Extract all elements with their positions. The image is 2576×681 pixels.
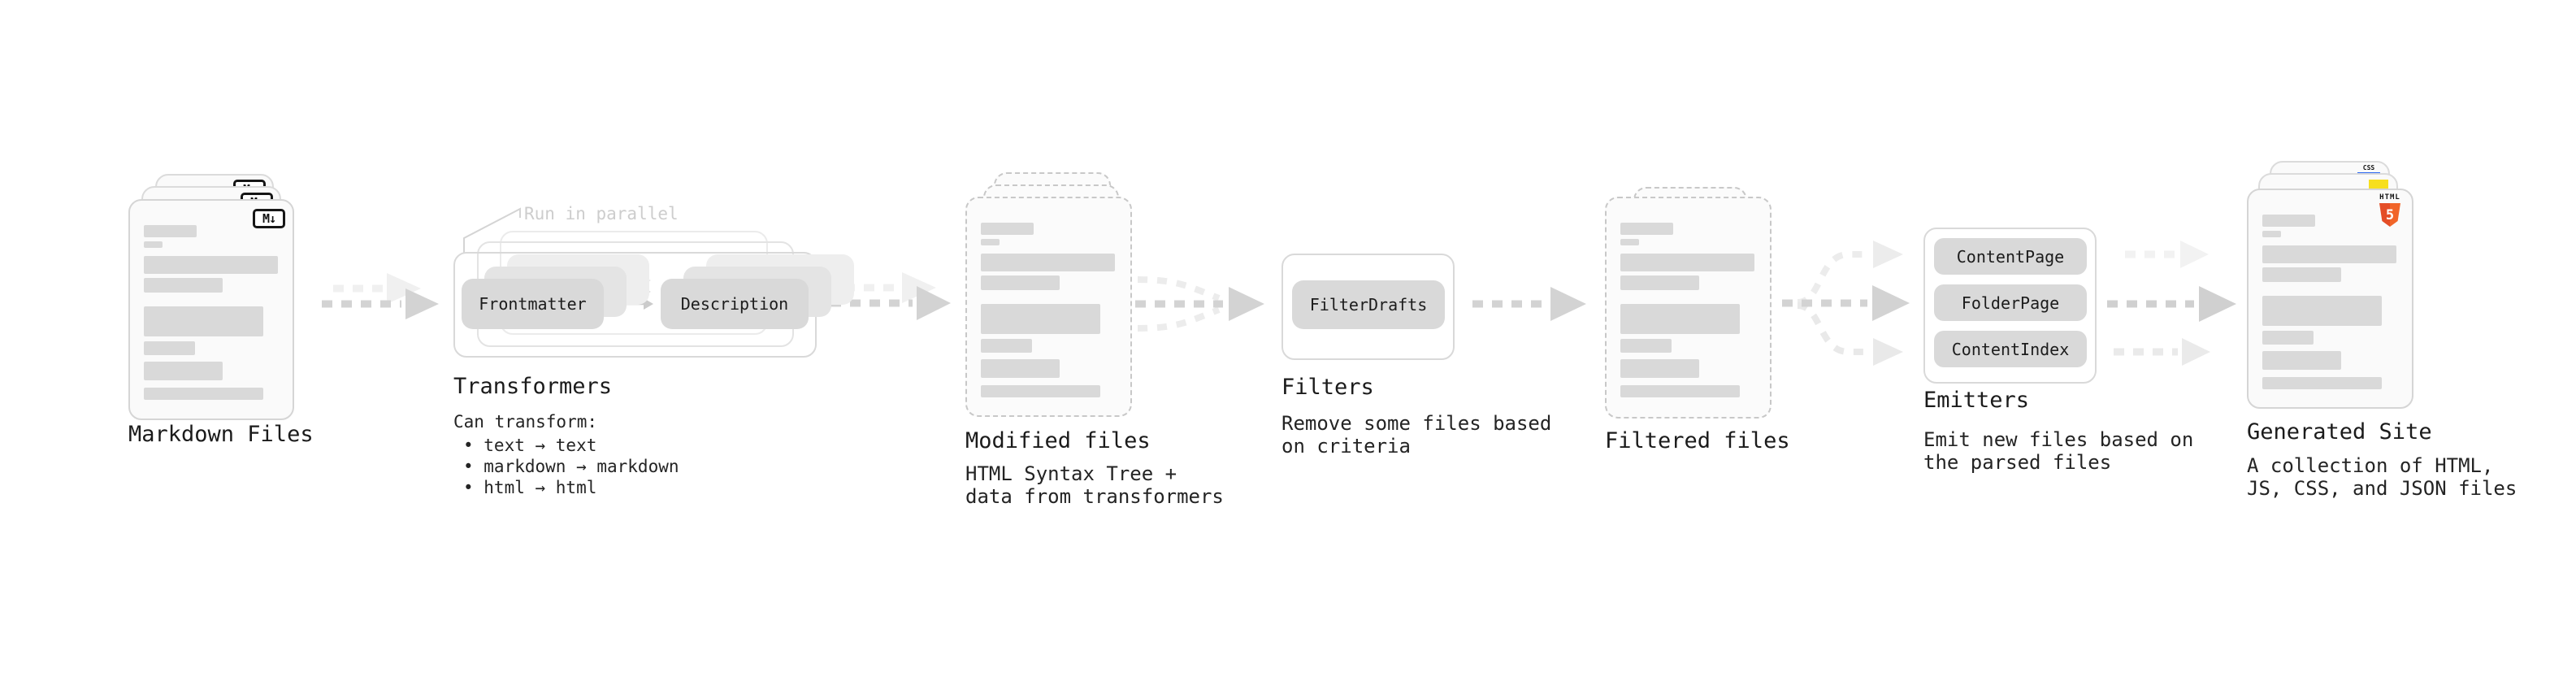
- folderpage-pill: FolderPage: [1934, 284, 2087, 321]
- contentindex-pill: ContentIndex: [1934, 331, 2087, 367]
- filters-label: Filters: [1281, 375, 1374, 400]
- transformers-desc-title: Can transform:: [453, 412, 598, 432]
- doc-line: [144, 256, 278, 274]
- html5-icon: HTML 5: [2379, 194, 2400, 227]
- doc-line: [981, 223, 1034, 235]
- doc-line: [981, 239, 1000, 245]
- modified-files-desc-line1: HTML Syntax Tree +: [965, 462, 1177, 485]
- doc-line: [144, 306, 263, 336]
- emitters-box: [1923, 228, 2097, 384]
- doc-line: [1620, 239, 1639, 245]
- filters-box: [1281, 254, 1455, 360]
- doc-line: [2262, 267, 2341, 282]
- doc-line: [981, 254, 1115, 271]
- filterdrafts-pill: FilterDrafts: [1292, 280, 1445, 329]
- filtered-file-card-front: [1605, 197, 1772, 419]
- markdown-files-label: Markdown Files: [128, 422, 314, 447]
- description-pill: Description: [661, 279, 809, 329]
- arrow-filtered-to-emitters-fanout: [1782, 241, 1910, 366]
- doc-line: [2262, 231, 2281, 237]
- doc-line: [2262, 351, 2341, 370]
- filters-desc-line2: on criteria: [1281, 435, 1411, 458]
- doc-line: [144, 241, 163, 248]
- doc-line: [1620, 359, 1699, 378]
- generated-file-card-front: HTML 5: [2247, 189, 2413, 409]
- doc-line: [1620, 275, 1699, 290]
- arrow-emitters-to-generated: [2107, 241, 2236, 366]
- filters-desc-line1: Remove some files based: [1281, 412, 1552, 435]
- contentpage-pill: ContentPage: [1934, 238, 2087, 275]
- doc-line: [1620, 304, 1740, 334]
- doc-line: [981, 304, 1100, 334]
- modified-files-desc-line2: data from transformers: [965, 485, 1224, 508]
- doc-line: [981, 275, 1060, 290]
- doc-line: [1620, 223, 1673, 235]
- doc-line: [2262, 245, 2396, 263]
- doc-line: [144, 225, 197, 237]
- arrow-filters-to-filtered: [1472, 287, 1586, 321]
- doc-line: [2262, 377, 2382, 389]
- doc-line: [1620, 339, 1672, 353]
- frontmatter-pill: Frontmatter: [462, 279, 604, 329]
- generated-site-desc-line2: JS, CSS, and JSON files: [2247, 477, 2517, 500]
- transformers-bullet: • text → text: [463, 436, 597, 455]
- arrow-modified-to-filters-merge: [1135, 276, 1264, 332]
- doc-line: [1620, 254, 1754, 271]
- emitters-desc-line2: the parsed files: [1923, 451, 2112, 474]
- doc-line: [2262, 296, 2382, 326]
- markdown-file-card-front: M↓: [128, 199, 294, 420]
- markdown-icon: M↓: [253, 209, 285, 228]
- transformers-bullet: • html → html: [463, 478, 597, 497]
- modified-files-label: Modified files: [965, 428, 1151, 453]
- arrow-markdown-to-transformers: [322, 273, 439, 319]
- transformers-bullet: • markdown → markdown: [463, 457, 679, 476]
- transformers-label: Transformers: [453, 374, 613, 399]
- doc-line: [144, 341, 195, 355]
- doc-line: [2262, 215, 2315, 227]
- filtered-files-label: Filtered files: [1605, 428, 1790, 453]
- doc-line: [2262, 331, 2314, 345]
- doc-line: [981, 385, 1100, 397]
- modified-file-card-front: [965, 197, 1132, 417]
- run-in-parallel-annotation: Run in parallel: [524, 204, 679, 223]
- generated-site-desc-line1: A collection of HTML,: [2247, 454, 2494, 477]
- doc-line: [144, 278, 223, 293]
- doc-line: [144, 362, 223, 380]
- emitters-label: Emitters: [1923, 388, 2030, 413]
- generated-site-label: Generated Site: [2247, 419, 2432, 445]
- doc-line: [981, 359, 1060, 378]
- doc-line: [981, 339, 1032, 353]
- doc-line: [1620, 385, 1740, 397]
- emitters-desc-line1: Emit new files based on: [1923, 428, 2194, 451]
- doc-line: [144, 388, 263, 400]
